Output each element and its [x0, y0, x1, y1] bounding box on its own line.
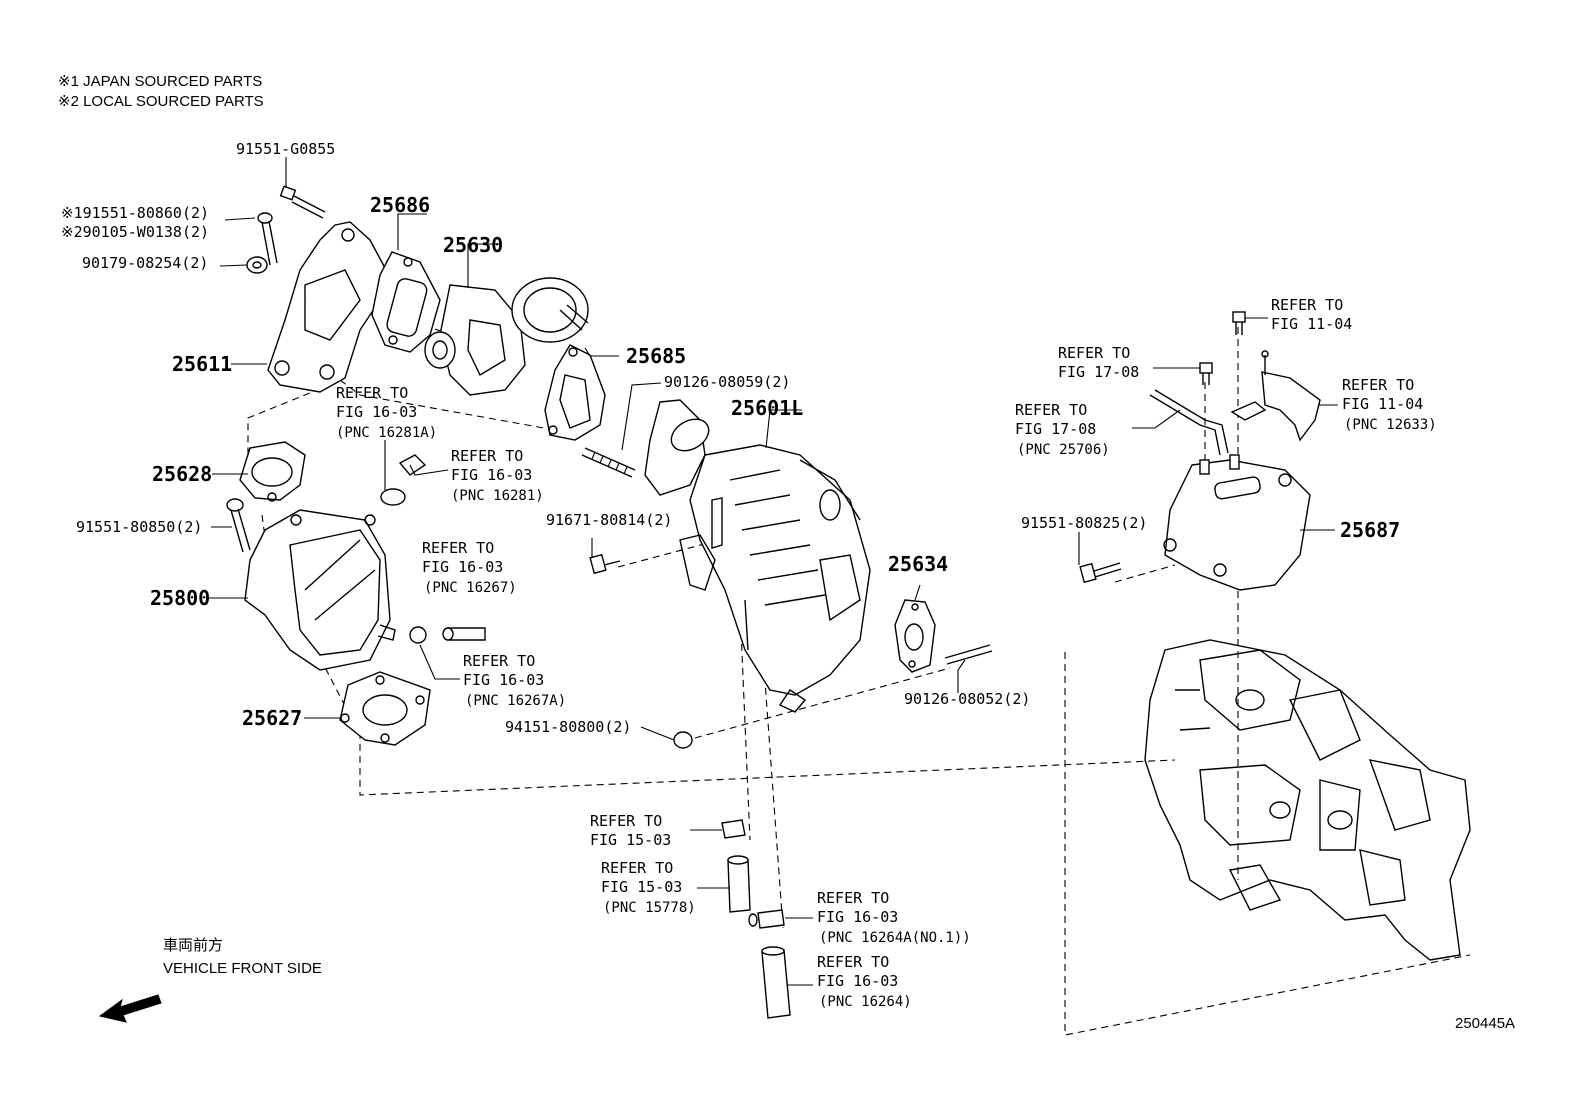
pipe-25706 — [1149, 389, 1229, 456]
label-ref-16264-2: FIG 16-03 — [817, 972, 898, 990]
bolt-91671-80814 — [589, 553, 621, 575]
label-ref-16267a-3: (PNC 16267A) — [465, 693, 566, 709]
label-25628: 25628 — [152, 462, 212, 486]
label-ref-16264a-3: (PNC 16264A(NO.1)) — [819, 930, 971, 946]
label-ref-16267a-1: REFER TO — [463, 652, 535, 670]
label-25627: 25627 — [242, 706, 302, 730]
vehicle-front-label-jp: 車両前方 — [163, 937, 223, 954]
label-ref-25706-2: FIG 17-08 — [1015, 420, 1096, 438]
note-japan-sourced: ※1 JAPAN SOURCED PARTS — [58, 73, 262, 90]
label-ref-1104-2: FIG 11-04 — [1271, 315, 1352, 333]
label-ref-16281-1: REFER TO — [451, 447, 523, 465]
label-ref-16264a-1: REFER TO — [817, 889, 889, 907]
label-ref-15778-2: FIG 15-03 — [601, 878, 682, 896]
label-25686: 25686 — [370, 193, 430, 217]
label-ref-16281a-1: REFER TO — [336, 384, 408, 402]
label-91551-80860: ※191551-80860(2) — [61, 204, 209, 222]
label-25687: 25687 — [1340, 518, 1400, 542]
bolt-fig-17-08 — [1199, 362, 1213, 385]
hose-16267 — [409, 626, 486, 644]
label-25601l: 25601L — [731, 396, 803, 420]
label-ref-12633-3: (PNC 12633) — [1344, 417, 1437, 433]
label-ref-16264a-2: FIG 16-03 — [817, 908, 898, 926]
bolt-91551-80860 — [257, 212, 278, 266]
label-ref-16267-2: FIG 16-03 — [422, 558, 503, 576]
labels: 91551-G0855 ※191551-80860(2) ※290105-W01… — [61, 140, 1437, 1010]
part-25685 — [544, 344, 606, 441]
label-91551-g0855: 91551-G0855 — [236, 140, 335, 158]
bracket-12633 — [1230, 350, 1321, 442]
label-ref-16267a-2: FIG 16-03 — [463, 671, 544, 689]
label-91671-80814: 91671-80814(2) — [546, 511, 672, 529]
label-ref-1503-2: FIG 15-03 — [590, 831, 671, 849]
bolt-91551-80825 — [1079, 562, 1122, 584]
label-ref-25706-1: REFER TO — [1015, 401, 1087, 419]
label-ref-15778-3: (PNC 15778) — [603, 900, 696, 916]
part-25630 — [424, 277, 589, 396]
label-ref-16264-1: REFER TO — [817, 953, 889, 971]
label-ref-15778-1: REFER TO — [601, 859, 673, 877]
label-ref-12633-1: REFER TO — [1342, 376, 1414, 394]
clamp-16264a — [748, 909, 785, 929]
vehicle-front-arrow-icon — [98, 994, 162, 1023]
clamp-15-03 — [721, 819, 746, 839]
bolt-91551-g0855 — [279, 185, 326, 219]
leader-lines — [208, 157, 1338, 986]
label-25800: 25800 — [150, 586, 210, 610]
note-local-sourced: ※2 LOCAL SOURCED PARTS — [58, 93, 264, 110]
hose-16281 — [380, 454, 427, 506]
label-ref-16267-1: REFER TO — [422, 539, 494, 557]
part-25628 — [239, 441, 306, 502]
label-ref-12633-2: FIG 11-04 — [1342, 395, 1423, 413]
label-ref-1104-1: REFER TO — [1271, 296, 1343, 314]
part-25686 — [371, 251, 441, 353]
label-90126-08052: 90126-08052(2) — [904, 690, 1030, 708]
label-25611: 25611 — [172, 352, 232, 376]
label-90179-08254: 90179-08254(2) — [82, 254, 208, 272]
label-ref-1708-1: REFER TO — [1058, 344, 1130, 362]
stud-90126-08052 — [944, 644, 993, 665]
diagram-code: 250445A — [1455, 1015, 1515, 1032]
label-ref-16281a-3: (PNC 16281A) — [336, 425, 437, 441]
stud-90126-08059 — [581, 447, 636, 478]
label-ref-16281-2: FIG 16-03 — [451, 466, 532, 484]
part-25687 — [1163, 454, 1311, 591]
label-91551-80825: 91551-80825(2) — [1021, 514, 1147, 532]
bolt-91551-80850 — [226, 498, 251, 553]
vehicle-front-label: VEHICLE FRONT SIDE — [163, 960, 322, 977]
label-ref-1708-2: FIG 17-08 — [1058, 363, 1139, 381]
label-90105-w0138: ※290105-W0138(2) — [61, 223, 209, 241]
hose-15778 — [727, 855, 751, 913]
part-25611 — [267, 221, 386, 393]
label-ref-16281-3: (PNC 16281) — [451, 488, 544, 504]
nut-94151-80800 — [673, 731, 693, 749]
label-90126-08059: 90126-08059(2) — [664, 373, 790, 391]
nut-90179-08254 — [246, 256, 268, 274]
label-25630: 25630 — [443, 233, 503, 257]
label-25634: 25634 — [888, 552, 948, 576]
label-25685: 25685 — [626, 344, 686, 368]
label-ref-16267-3: (PNC 16267) — [424, 580, 517, 596]
label-94151-80800: 94151-80800(2) — [505, 718, 631, 736]
bolt-fig-11-04 — [1232, 311, 1246, 335]
part-25634 — [894, 599, 936, 673]
label-ref-25706-3: (PNC 25706) — [1017, 442, 1110, 458]
hose-16264 — [761, 946, 791, 1019]
label-91551-80850: 91551-80850(2) — [76, 518, 202, 536]
part-25627 — [339, 671, 431, 746]
label-ref-16264-3: (PNC 16264) — [819, 994, 912, 1010]
part-25601l — [644, 399, 871, 713]
part-25800 — [244, 509, 396, 671]
engine-block — [1144, 639, 1471, 961]
label-ref-1503-1: REFER TO — [590, 812, 662, 830]
label-ref-16281a-2: FIG 16-03 — [336, 403, 417, 421]
